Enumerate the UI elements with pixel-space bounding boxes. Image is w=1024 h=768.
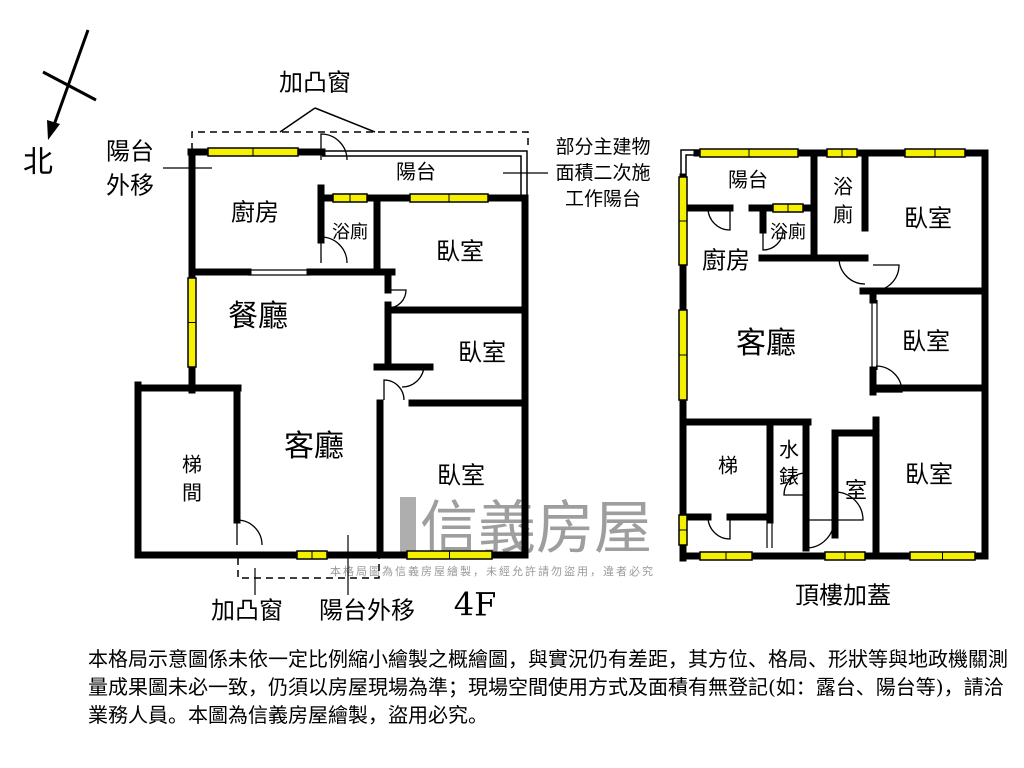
- sliding-door-4f: [248, 269, 310, 276]
- door-swing: [236, 519, 263, 546]
- door-swing: [834, 491, 864, 521]
- compass-arrow: [52, 29, 90, 126]
- roof-kitchen: 廚房: [702, 247, 750, 275]
- door-swing: [383, 379, 405, 401]
- bay-window-bottom-outline: [237, 558, 380, 579]
- door-swing: [401, 364, 425, 388]
- bay-window-top-label: 加凸窗: [279, 69, 351, 97]
- roof-water-meter-1: 水: [779, 438, 799, 462]
- compass: 北: [23, 29, 97, 180]
- door-swing: [707, 207, 731, 231]
- balcony-note-2: 面積二次施: [555, 162, 650, 184]
- door-swing: [762, 229, 784, 251]
- sliding-door-stairs: [766, 520, 773, 548]
- door-swing: [838, 257, 866, 285]
- roof-stairs: 梯: [718, 454, 738, 478]
- room-bedroom-1: 臥室: [436, 238, 484, 266]
- bay-window-top-outline: [191, 131, 529, 150]
- doors: [236, 133, 903, 549]
- roof-bathroom-2: 浴廁: [770, 221, 806, 243]
- room-living: 客廳: [284, 429, 344, 464]
- room-bathroom: 浴廁: [332, 221, 368, 243]
- bay-window-top-leader: [279, 107, 376, 133]
- compass-arrow-head-icon: [47, 120, 60, 140]
- windows: [187, 147, 976, 561]
- room-stairwell-2: 間: [182, 481, 202, 505]
- door-swing: [805, 519, 835, 549]
- balcony-note-3: 工作陽台: [565, 188, 641, 210]
- door-swing: [875, 365, 903, 393]
- walls: [134, 148, 989, 562]
- roof-living: 客廳: [736, 326, 796, 361]
- rooftop-labels: 陽台 浴 廁 臥室 浴廁 廚房 客廳 臥室 梯 水 錶 室 臥室 頂樓加蓋: [702, 168, 953, 610]
- disclaimer-text: 本格局示意圖係未依一定比例縮小繪製之概繪圖，與實況仍有差距，其方位、格局、形狀等…: [88, 647, 1008, 727]
- rooftop-balcony-rail: [680, 149, 699, 177]
- room-bedroom-2: 臥室: [458, 339, 506, 367]
- door-swing: [872, 264, 900, 292]
- door-swing: [320, 236, 348, 264]
- balcony-rail: [322, 150, 528, 198]
- balcony-note-1: 部分主建物: [555, 136, 650, 158]
- room-balcony: 陽台: [396, 160, 436, 184]
- balcony-shift-bottom-label: 陽台外移: [319, 597, 415, 625]
- roof-bathroom-1a: 浴: [833, 175, 853, 199]
- balcony-shift-label-1: 陽台: [106, 138, 154, 166]
- roof-bedroom-1: 臥室: [904, 205, 952, 233]
- roof-room: 室: [845, 479, 867, 504]
- roof-water-meter-2: 錶: [779, 465, 799, 489]
- rooftop-title: 頂樓加蓋: [795, 582, 891, 610]
- watermark-notice: 本格局圖為信義房屋繪製，未經允許請勿盜用，違者必究: [330, 564, 655, 578]
- floor-4f-labels: 加凸窗 陽台 外移 部分主建物 面積二次施 工作陽台 廚房 陽台 浴廁 臥室 餐…: [106, 69, 651, 625]
- bay-window-bottom-label: 加凸窗: [211, 597, 283, 625]
- room-kitchen: 廚房: [231, 199, 279, 227]
- compass-cross: [42, 70, 97, 102]
- door-swing: [387, 289, 407, 309]
- room-dining: 餐廳: [228, 299, 288, 334]
- roof-bathroom-1b: 廁: [833, 203, 853, 227]
- floor-title-4f: 4F: [454, 586, 497, 624]
- roof-bedroom-3: 臥室: [905, 461, 953, 489]
- door-swing: [783, 472, 807, 496]
- room-bedroom-3: 臥室: [437, 462, 485, 490]
- roof-balcony: 陽台: [728, 168, 768, 192]
- sliding-door-rooftop: [871, 300, 878, 370]
- room-stairwell-1: 梯: [182, 453, 202, 477]
- north-label: 北: [23, 145, 53, 180]
- roof-bedroom-2: 臥室: [902, 328, 950, 356]
- balcony-shift-label-2: 外移: [106, 172, 154, 200]
- watermark-logo-icon: [400, 497, 416, 553]
- annotation-lines: [163, 107, 878, 595]
- door-swing: [707, 516, 731, 540]
